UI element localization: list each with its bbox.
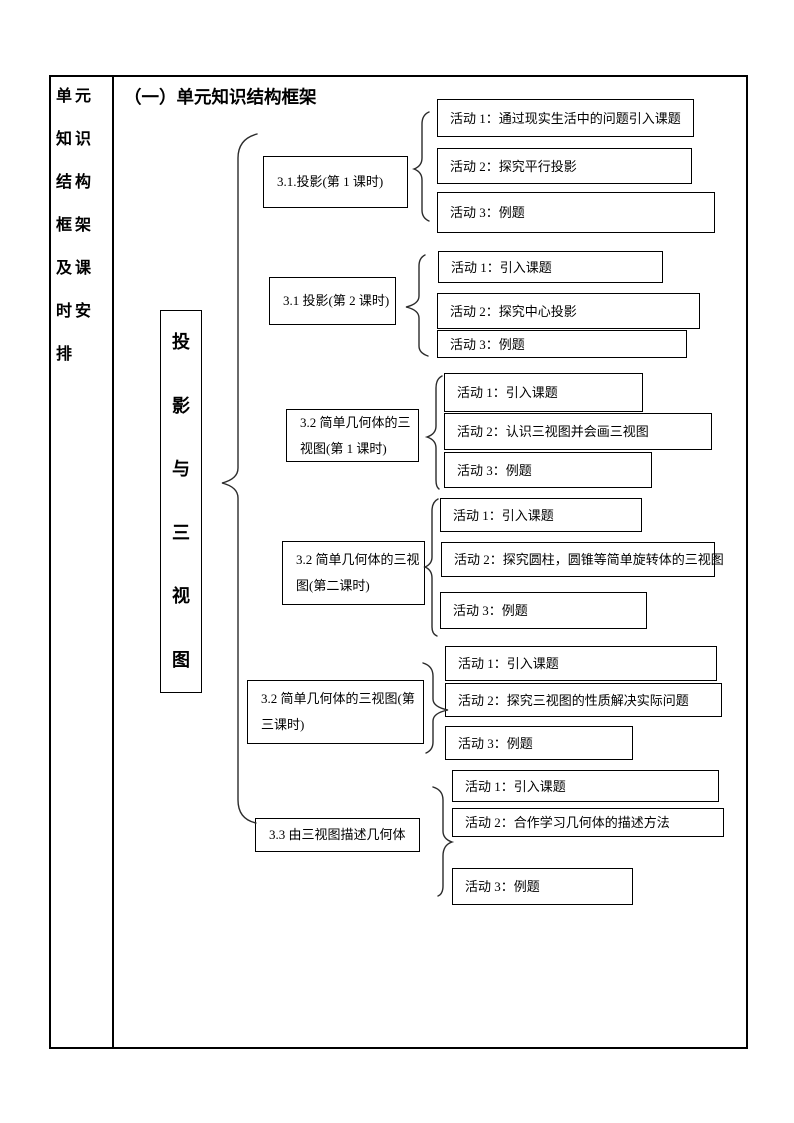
activity-box-2-2: 活动 2：探究中心投影 xyxy=(437,293,700,329)
branch-node-1: 3.1.投影(第 1 课时) xyxy=(263,156,408,208)
table-border xyxy=(49,75,748,1049)
row-header-line: 知识 xyxy=(56,131,95,148)
activity-box-1-3: 活动 3：例题 xyxy=(437,192,715,233)
activity-box-6-2: 活动 2：合作学习几何体的描述方法 xyxy=(452,808,724,837)
row-header-line: 结构 xyxy=(56,174,95,191)
branch-node-6: 3.3 由三视图描述几何体 xyxy=(255,818,420,852)
activity-box-3-2: 活动 2：认识三视图并会画三视图 xyxy=(444,413,712,450)
row-header-line: 单元 xyxy=(56,88,95,105)
row-header-line: 框架 xyxy=(56,217,95,234)
activity-box-6-1: 活动 1：引入课题 xyxy=(452,770,719,802)
activity-box-3-1: 活动 1：引入课题 xyxy=(444,373,643,412)
table-column-divider xyxy=(112,75,114,1049)
activity-box-4-1: 活动 1：引入课题 xyxy=(440,498,642,532)
activity-box-5-3: 活动 3：例题 xyxy=(445,726,633,760)
section-title: （一）单元知识结构框架 xyxy=(124,87,317,107)
row-header-line: 时安 xyxy=(56,303,95,320)
branch-node-3: 3.2 简单几何体的三 视图(第 1 课时) xyxy=(286,409,419,462)
branch-node-2: 3.1 投影(第 2 课时) xyxy=(269,277,396,325)
row-header-line: 排 xyxy=(56,346,76,363)
branch-node-4: 3.2 简单几何体的三视 图(第二课时) xyxy=(282,541,425,605)
row-header-cell: 单元 知识 结构 框架 及课 时安 排 xyxy=(56,75,108,376)
row-header-line: 及课 xyxy=(56,260,95,277)
diagram-root-node: 投 影 与 三 视 图 xyxy=(160,310,202,693)
activity-box-2-3: 活动 3：例题 xyxy=(437,330,687,358)
activity-box-1-1: 活动 1：通过现实生活中的问题引入课题 xyxy=(437,99,694,137)
branch-node-5: 3.2 简单几何体的三视图(第 三课时) xyxy=(247,680,424,744)
activity-box-3-3: 活动 3：例题 xyxy=(444,452,652,488)
activity-box-5-1: 活动 1：引入课题 xyxy=(445,646,717,681)
activity-box-5-2: 活动 2：探究三视图的性质解决实际问题 xyxy=(445,683,722,717)
activity-box-4-3: 活动 3：例题 xyxy=(440,592,647,629)
activity-box-4-2: 活动 2：探究圆柱，圆锥等简单旋转体的三视图 xyxy=(441,542,724,577)
activity-box-2-1: 活动 1：引入课题 xyxy=(438,251,663,283)
activity-box-6-3: 活动 3：例题 xyxy=(452,868,633,905)
activity-box-1-2: 活动 2：探究平行投影 xyxy=(437,148,692,184)
